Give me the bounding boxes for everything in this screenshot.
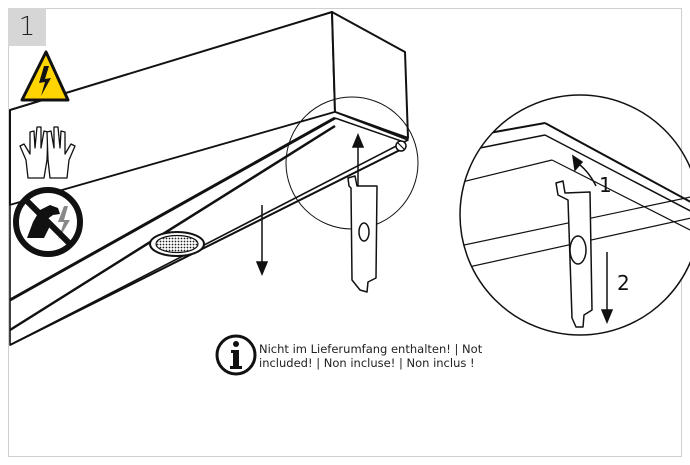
callout-pull: 2 [617, 271, 630, 295]
mounting-clip [347, 175, 378, 293]
do-not-touch-icon [13, 187, 83, 257]
step-number: 1 [8, 8, 46, 46]
rotate-arrow-icon [572, 154, 597, 187]
note-line-1: Nicht im Lieferumfang enthalten! | Not [259, 342, 483, 356]
electrical-hazard-warning-icon [20, 50, 70, 102]
speaker-grille-icon [149, 231, 205, 257]
up-arrow-icon [351, 133, 365, 190]
luminaire-profile [9, 11, 409, 346]
callout-rotate: 1 [599, 173, 612, 197]
info-icon [215, 334, 257, 376]
mounting-clip-large [555, 180, 593, 328]
pull-arrow-icon [600, 252, 614, 324]
down-arrow-icon [255, 205, 269, 276]
note-line-2: included! | Non incluse! | Non inclus ! [259, 356, 475, 370]
not-included-note: Nicht im Lieferumfang enthalten! | Not i… [259, 342, 579, 370]
screw-icon [395, 140, 407, 152]
protective-gloves-icon [19, 126, 76, 179]
